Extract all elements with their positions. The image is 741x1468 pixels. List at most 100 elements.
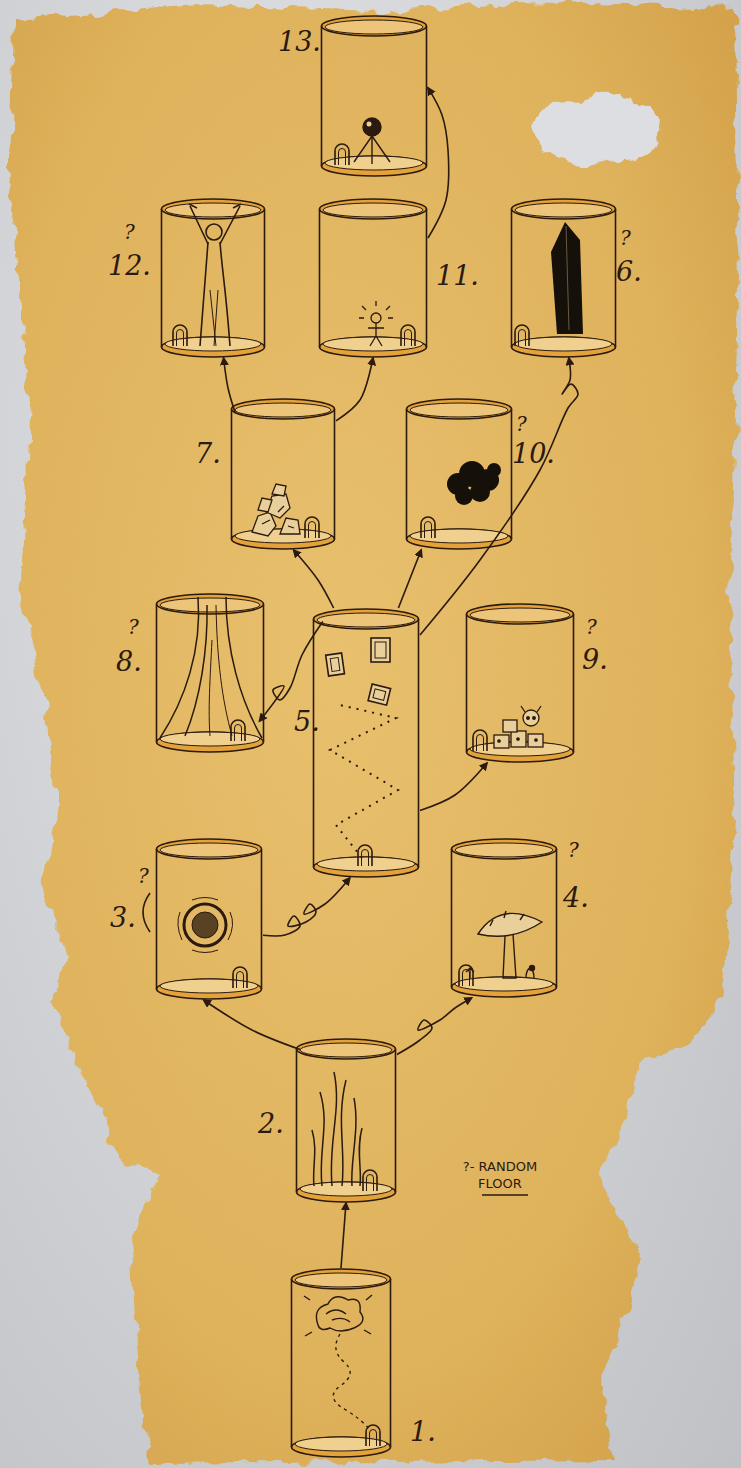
giant-tree-art [209, 640, 212, 736]
storm-cloud-art [326, 1310, 350, 1322]
cylinder-outline [405, 398, 513, 550]
door-symbols [401, 325, 415, 346]
monolith-art [551, 222, 583, 334]
cylinder-wall [297, 1049, 396, 1192]
floor-number: 13. [278, 28, 321, 55]
cylinder-opening [295, 1273, 387, 1287]
floor-cylinder: 5. [312, 608, 420, 878]
dice-creature-art [521, 706, 541, 712]
vortex-art [184, 904, 226, 946]
random-mark: ? [620, 228, 631, 248]
cylinder-wall [314, 619, 419, 867]
cylinder-outline [312, 608, 420, 878]
raised-arms-figure-art [200, 242, 230, 346]
floor-number: 11. [436, 262, 479, 289]
mushroom-art [478, 913, 542, 936]
door-symbols [363, 1170, 377, 1191]
cylinder-wall [452, 849, 557, 987]
giant-tree-art [226, 597, 262, 738]
cylinder-base [467, 742, 574, 762]
rubble-art [252, 512, 276, 536]
cylinder-rim [314, 609, 419, 629]
floor-connector [224, 358, 236, 413]
cylinder-rim [512, 199, 616, 219]
cylinder-base [232, 529, 335, 549]
dark-cloud-art [477, 469, 499, 491]
cylinder-opening [165, 203, 261, 217]
floor-connector [398, 550, 421, 608]
cylinder-rim [467, 604, 574, 624]
floor-connector [263, 878, 350, 936]
cylinder-outline [510, 198, 617, 358]
cylinder-floor [295, 1437, 387, 1451]
cylinder-base [322, 156, 427, 176]
cylinder-rim [320, 199, 427, 219]
floor-connector [260, 622, 323, 722]
cylinder-floor [323, 337, 423, 351]
cylinder-wall [407, 409, 512, 539]
cylinder-floor [300, 1182, 392, 1196]
cylinder-base [157, 979, 262, 999]
dice-creature-art [494, 706, 543, 748]
floor-number: 4. [563, 884, 589, 911]
floor-cylinder: 11. [318, 198, 428, 358]
cylinder-rim [292, 1269, 391, 1289]
flame-pillar-art [359, 1128, 362, 1186]
raised-arms-figure-art [189, 204, 241, 346]
dice-creature-art [523, 710, 539, 726]
floor-cylinder: 2. [295, 1038, 397, 1203]
cylinder-outline [155, 838, 263, 1000]
floor-connector [397, 998, 472, 1055]
dice-creature-art [517, 738, 519, 740]
floor-connector [420, 763, 487, 811]
floor-cylinder: ?9. [465, 603, 575, 763]
gallery-art [326, 638, 398, 858]
cylinder-opening [235, 403, 331, 417]
storm-cloud-art [304, 1295, 372, 1336]
random-mark: ? [568, 840, 579, 860]
flame-pillar-art [352, 1098, 356, 1186]
floor-cylinder: 1. [290, 1268, 392, 1458]
cylinder-rim [162, 199, 265, 219]
giant-tree-art [160, 597, 262, 738]
cylinder-base [157, 732, 264, 752]
cylinder-wall [162, 209, 265, 347]
cylinder-opening [455, 843, 553, 857]
rubble-art [262, 506, 294, 528]
door-symbols [473, 730, 487, 751]
door-symbols [233, 967, 247, 988]
cylinder-floor [515, 337, 612, 351]
cylinder-rim [297, 1039, 396, 1059]
cylinder-wall [320, 209, 427, 347]
parchment-hole [534, 94, 658, 164]
dice-creature-art [533, 717, 536, 720]
cylinder-base [297, 1182, 396, 1202]
giant-tree-art [160, 597, 199, 738]
cylinder-outline [160, 198, 266, 358]
floor-cylinder: 7. [230, 398, 336, 550]
floor-number: 5. [294, 708, 320, 735]
cylinder-wall [232, 409, 335, 539]
dice-creature-art [535, 739, 537, 741]
dark-cloud-art [447, 473, 469, 495]
cylinder-opening [325, 20, 423, 34]
flame-pillar-art [312, 1130, 315, 1186]
giant-tree-art [216, 605, 232, 736]
rubble-art [272, 484, 286, 496]
cylinder-floor [235, 529, 331, 543]
cylinder-rim [452, 839, 557, 859]
floor-connector [336, 358, 373, 421]
rubble-art [266, 494, 290, 518]
cylinder-wall [292, 1279, 391, 1447]
orb-tripod-art [363, 118, 381, 136]
door-symbols [366, 1425, 380, 1446]
flame-pillar-art [341, 1080, 346, 1186]
dice-creature-art [511, 731, 526, 747]
cylinder-rim [157, 839, 262, 859]
mushroom-art [526, 968, 534, 978]
cylinder-floor [165, 337, 261, 351]
cylinder-floor [325, 156, 423, 170]
gallery-art [375, 642, 386, 658]
floor-connector [341, 1203, 346, 1268]
floor-cylinder: ?6. [510, 198, 617, 358]
